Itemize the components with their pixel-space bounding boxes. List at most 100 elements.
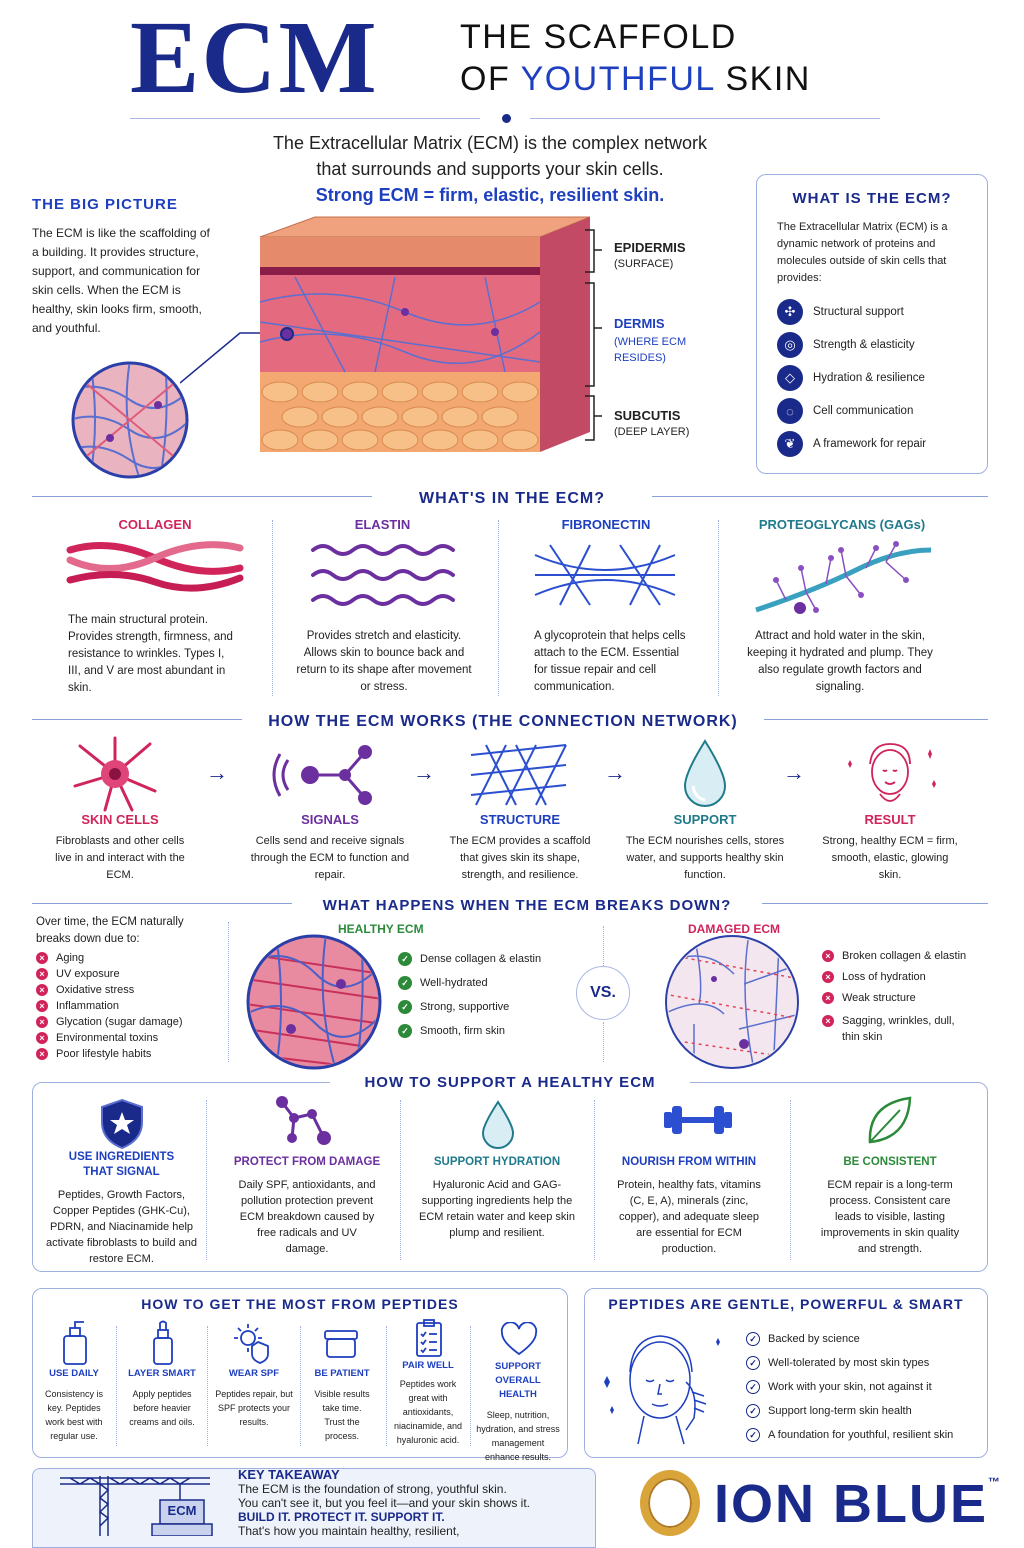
item-label: Structural support bbox=[813, 306, 904, 318]
intro-line1: The Extracellular Matrix (ECM) is the co… bbox=[272, 133, 708, 153]
header-dot bbox=[502, 114, 511, 123]
step-name: STRUCTURE bbox=[479, 812, 561, 827]
molecule-icon bbox=[276, 1096, 331, 1145]
tip-text: Peptides work great with antioxidants, n… bbox=[393, 1379, 463, 1445]
gentle-item: ✓Backed by science bbox=[746, 1332, 953, 1346]
item-label: Cell communication bbox=[813, 405, 914, 417]
gentle-item: ✓Well-tolerated by most skin types bbox=[746, 1356, 953, 1370]
damaged-ecm-illustration bbox=[665, 935, 799, 1069]
damaged-item: ×Loss of hydration bbox=[822, 971, 972, 983]
peptides-box bbox=[32, 1288, 568, 1458]
support-name: BE CONSISTENT bbox=[843, 1156, 937, 1168]
check-icon: ✓ bbox=[746, 1404, 760, 1418]
support-name: NOURISH FROM WITHIN bbox=[621, 1156, 757, 1168]
fibronectin-icon bbox=[534, 544, 676, 606]
tip-text: Apply peptides before heavier creams and… bbox=[129, 1389, 195, 1427]
support-name: PROTECT FROM DAMAGE bbox=[233, 1156, 381, 1168]
step-text: Cells send and receive signals through t… bbox=[250, 835, 410, 881]
step-name: SUPPORT bbox=[673, 812, 737, 827]
x-icon: × bbox=[822, 950, 834, 962]
damaged-label: Sagging, wrinkles, dull, thin skin bbox=[842, 1015, 955, 1043]
title-line2: OF YOUTHFUL SKIN bbox=[460, 60, 811, 99]
brand-name: ION BLUE™ bbox=[714, 1472, 1002, 1536]
ecm-title: ECM bbox=[130, 0, 379, 115]
step-text: Strong, healthy ECM = firm, smooth, elas… bbox=[822, 835, 958, 881]
proteoglycans-icon bbox=[755, 541, 932, 614]
peptide-tip-health: SUPPORT OVERALL HEALTH Sleep, nutrition,… bbox=[474, 1360, 562, 1464]
layer-name: EPIDERMIS bbox=[614, 240, 686, 255]
check-icon: ✓ bbox=[746, 1428, 760, 1442]
support-item-nourish: NOURISH FROM WITHIN Protein, healthy fat… bbox=[604, 1156, 774, 1257]
heart-icon bbox=[500, 1322, 538, 1356]
support-text: Peptides, Growth Factors, Copper Peptide… bbox=[45, 1189, 198, 1265]
takeaway-text: KEY TAKEAWAY The ECM is the foundation o… bbox=[238, 1467, 588, 1539]
breakdown-intro: Over time, the ECM naturally breaks down… bbox=[36, 916, 184, 945]
works-title: HOW THE ECM WORKS (THE CONNECTION NETWOR… bbox=[268, 713, 738, 730]
support-name: USE INGREDIENTS THAT SIGNAL bbox=[68, 1151, 175, 1178]
healthy-label: Strong, supportive bbox=[420, 1001, 510, 1013]
x-icon: × bbox=[36, 952, 48, 964]
pump-bottle-icon bbox=[63, 1321, 87, 1365]
layer-name: DERMIS bbox=[614, 316, 665, 331]
brand-logo bbox=[640, 1470, 700, 1536]
dropper-icon bbox=[153, 1320, 173, 1365]
takeaway-title: KEY TAKEAWAY bbox=[238, 1467, 340, 1482]
step-text: Fibroblasts and other cells live in and … bbox=[55, 835, 185, 881]
big-picture-title: THE BIG PICTURE bbox=[32, 196, 178, 213]
peptide-tip-pair: PAIR WELL Peptides work great with antio… bbox=[390, 1360, 466, 1447]
woman-face-icon bbox=[604, 1335, 720, 1445]
support-item-signal: USE INGREDIENTS THAT SIGNAL Peptides, Gr… bbox=[44, 1150, 199, 1267]
cause-item: ×Inflammation bbox=[36, 1000, 183, 1012]
healthy-label: Smooth, firm skin bbox=[420, 1025, 505, 1037]
check-icon: ✓ bbox=[746, 1332, 760, 1346]
layer-subcutis: SUBCUTIS (DEEP LAYER) bbox=[614, 408, 689, 438]
support-title: HOW TO SUPPORT A HEALTHY ECM bbox=[330, 1074, 690, 1091]
sun-shield-icon bbox=[234, 1324, 269, 1364]
target-icon: ◎ bbox=[777, 332, 803, 358]
support-drop-icon bbox=[683, 739, 727, 807]
chat-icon: ◌ bbox=[777, 398, 803, 424]
support-name: SUPPORT HYDRATION bbox=[433, 1156, 561, 1168]
damaged-label: Loss of hydration bbox=[842, 971, 926, 983]
what-is-item: ◌ Cell communication bbox=[777, 398, 987, 424]
causes-list: ×Aging ×UV exposure ×Oxidative stress ×I… bbox=[36, 952, 183, 1064]
item-label: Strength & elasticity bbox=[813, 339, 915, 351]
brand-tm: ™ bbox=[988, 1475, 1003, 1489]
tip-text: Consistency is key. Peptides work best w… bbox=[44, 1389, 104, 1441]
peptides-title: HOW TO GET THE MOST FROM PEPTIDES bbox=[141, 1296, 459, 1312]
what-is-list: ✣Structural support ◎Strength & elastici… bbox=[777, 299, 987, 457]
takeaway-box bbox=[32, 1468, 596, 1548]
x-icon: × bbox=[36, 1016, 48, 1028]
result-face-icon bbox=[848, 743, 936, 802]
what-is-item: ❦A framework for repair bbox=[777, 431, 987, 457]
peptide-tip-spf: WEAR SPF Peptides repair, but SPF protec… bbox=[212, 1368, 296, 1429]
step-name: SIGNALS bbox=[301, 812, 359, 827]
cause-label: Poor lifestyle habits bbox=[56, 1048, 152, 1060]
cause-label: Environmental toxins bbox=[56, 1032, 159, 1044]
x-icon: × bbox=[36, 1048, 48, 1060]
support-item-protect: PROTECT FROM DAMAGE Daily SPF, antioxida… bbox=[222, 1156, 392, 1257]
leaf-icon: ❦ bbox=[777, 431, 803, 457]
brand-text: ION BLUE bbox=[714, 1474, 989, 1534]
what-is-text: The Extracellular Matrix (ECM) is a dyna… bbox=[777, 221, 948, 284]
tip-name: WEAR SPF bbox=[228, 1368, 280, 1379]
layer-dermis: DERMIS (WHERE ECM RESIDES) bbox=[614, 316, 704, 366]
healthy-item: ✓Well-hydrated bbox=[398, 976, 541, 990]
x-icon: × bbox=[36, 984, 48, 996]
damaged-label: Weak structure bbox=[842, 992, 916, 1004]
check-icon: ✓ bbox=[746, 1380, 760, 1394]
gentle-item: ✓Support long-term skin health bbox=[746, 1404, 953, 1418]
tip-name: USE DAILY bbox=[49, 1368, 99, 1379]
step-name: SKIN CELLS bbox=[81, 812, 159, 827]
step-signals: SIGNALS Cells send and receive signals t… bbox=[250, 812, 410, 884]
x-icon: × bbox=[822, 992, 834, 1004]
support-item-consistent: BE CONSISTENT ECM repair is a long-term … bbox=[802, 1156, 978, 1257]
cause-item: × Poor lifestyle habits bbox=[36, 1048, 183, 1060]
crane-icon bbox=[60, 1476, 213, 1536]
cause-item: ×UV exposure bbox=[36, 968, 183, 980]
check-icon: ✓ bbox=[398, 1024, 412, 1038]
healthy-title: HEALTHY ECM bbox=[338, 922, 424, 936]
tip-text: Peptides repair, but SPF protects your r… bbox=[215, 1389, 293, 1427]
tip-name: PAIR WELL bbox=[402, 1360, 454, 1371]
x-icon: × bbox=[822, 1015, 834, 1027]
